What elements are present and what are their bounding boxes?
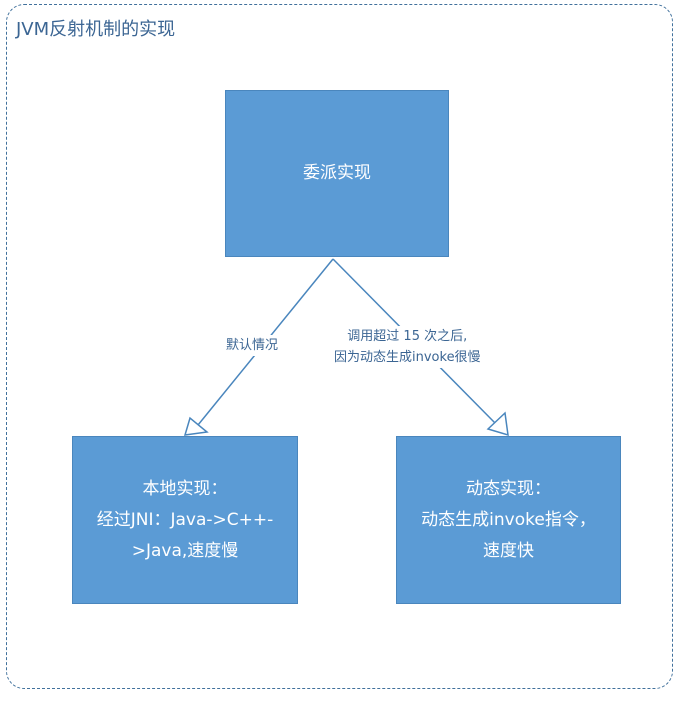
edge-label-default-text: 默认情况 <box>226 338 279 353</box>
node-dynamic-impl: 动态实现： 动态生成invoke指令， 速度快 <box>396 436 621 604</box>
arrowhead-native-icon <box>183 416 209 436</box>
node-delegation-text: 委派实现 <box>303 163 371 183</box>
node-native-line-1: 本地实现： <box>142 478 228 499</box>
diagram-title: JVM反射机制的实现 <box>16 19 176 40</box>
node-native-line-3: >Java,速度慢 <box>131 540 239 561</box>
edge-label-threshold-line-1: 调用超过 15 次之后, <box>347 329 468 344</box>
node-dynamic-line-3: 速度快 <box>482 540 534 561</box>
node-dynamic-line-1: 动态实现： <box>465 478 551 499</box>
node-native-line-2: 经过JNI：Java->C++- <box>96 509 274 530</box>
diagram-frame <box>6 4 673 689</box>
node-delegation: 委派实现 <box>225 90 449 257</box>
edge-label-threshold-line-2: 因为动态生成invoke很慢 <box>334 350 481 365</box>
edge-label-default: 默认情况 <box>226 335 279 356</box>
node-native-impl: 本地实现： 经过JNI：Java->C++- >Java,速度慢 <box>72 436 298 604</box>
node-dynamic-line-2: 动态生成invoke指令， <box>421 509 596 530</box>
edge-label-threshold: 调用超过 15 次之后, 因为动态生成invoke很慢 <box>334 326 481 368</box>
arrowhead-dynamic-icon <box>486 411 509 437</box>
